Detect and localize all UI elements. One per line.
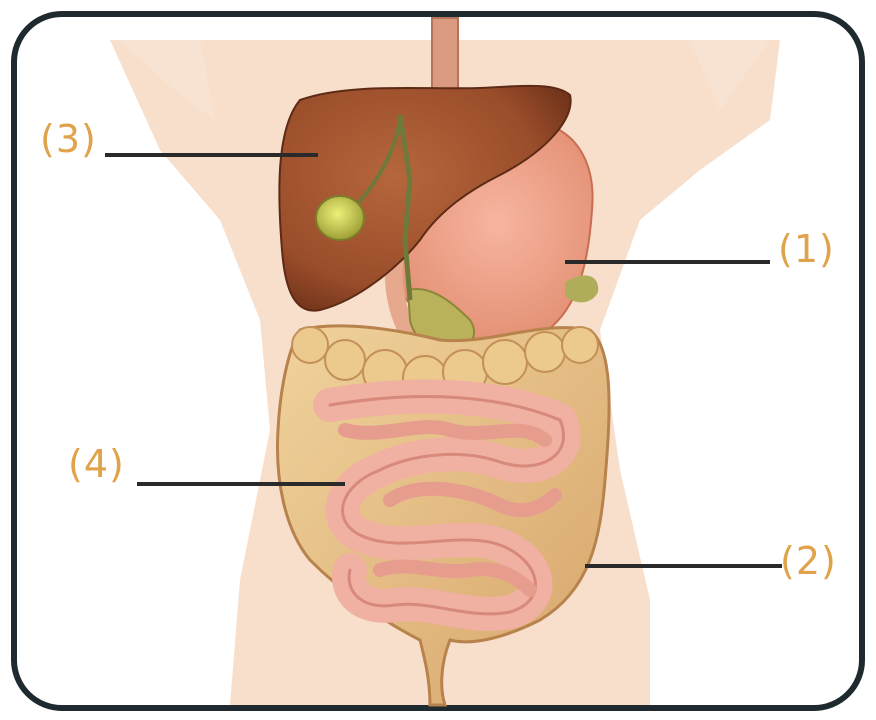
label-small-intestine-marker: (4)	[68, 445, 125, 483]
label-large-intestine-marker: (2)	[780, 542, 837, 580]
label-liver-marker: (3)	[40, 120, 97, 158]
gallbladder	[316, 196, 364, 240]
label-stomach-marker: (1)	[778, 230, 835, 268]
spleen-tip	[565, 275, 598, 302]
